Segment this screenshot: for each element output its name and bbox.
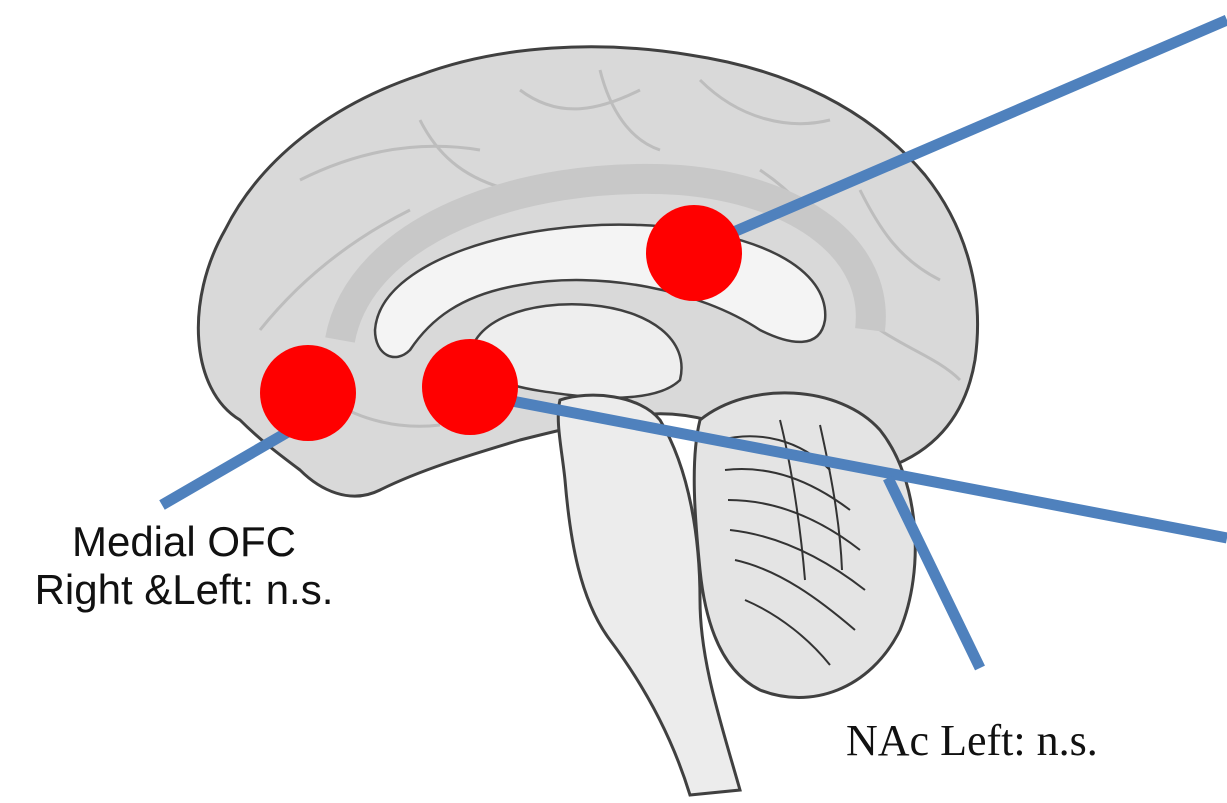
ofc-marker	[260, 345, 356, 441]
thalamus	[468, 303, 683, 399]
ofc-leader-line	[159, 420, 303, 510]
nac-label-leader-line	[883, 475, 985, 671]
nac-marker	[422, 339, 518, 435]
medial-ofc-label: Medial OFC Right &Left: n.s.	[4, 518, 364, 615]
nac-label: NAc Left: n.s.	[846, 716, 1098, 765]
cingulate-gyrus	[325, 163, 886, 344]
acc-marker	[646, 205, 742, 301]
medial-ofc-label-line2: Right &Left: n.s.	[34, 566, 334, 614]
medial-ofc-label-line1: Medial OFC	[71, 518, 297, 565]
cerebellum-folia	[719, 419, 866, 666]
acc-leader-line	[712, 14, 1227, 246]
nac-leader-line	[468, 387, 1227, 544]
